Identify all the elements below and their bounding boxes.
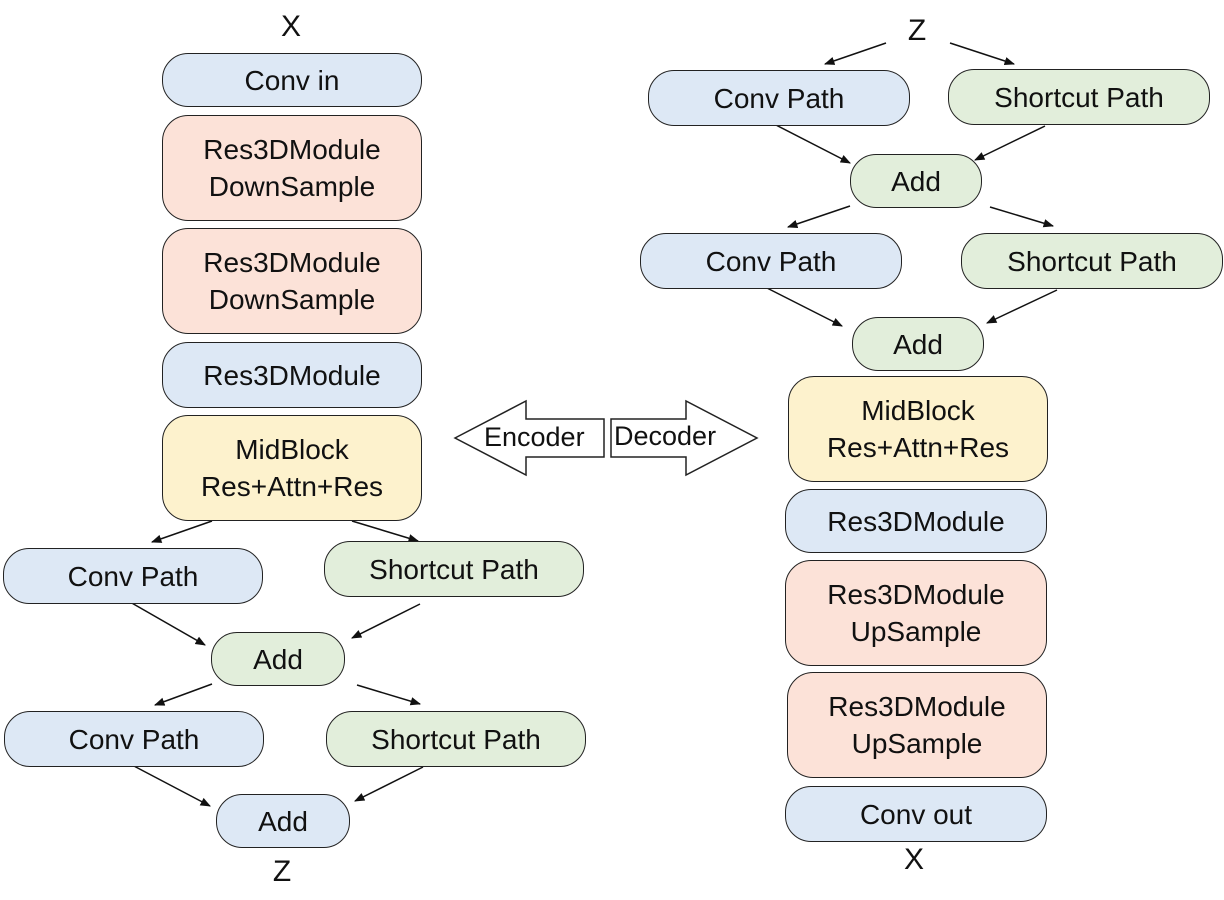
decoder-arrow-label: Decoder [614,421,717,451]
edge-dec-short2-to-add2 [986,289,1058,324]
encoder-midblock-line1: MidBlock [235,434,349,465]
decoder-add-2-label: Add [893,328,943,360]
encoder-shortcut-path-2-label: Shortcut Path [371,723,541,755]
decoder-shortcut-path-2-label: Shortcut Path [1007,245,1177,277]
encoder-midblock-line2: Res+Attn+Res [200,471,384,502]
encoder-add-1-label: Add [253,643,303,675]
decoder-conv-path-1-label: Conv Path [713,82,845,114]
encoder-conv-path-1-label: Conv Path [67,560,199,592]
encoder-res3d-label: Res3DModule [203,359,381,391]
upsample-2-line2: UpSample [851,728,983,759]
conv-in-block: Conv in [162,53,422,107]
edge-enc-short1-to-add1 [351,603,421,639]
encoder-shortcut-path-1-label: Shortcut Path [369,553,539,585]
decoder-shortcut-path-1-label: Shortcut Path [994,81,1164,113]
decoder-conv-path-2: Conv Path [640,233,902,289]
encoder-conv-path-1: Conv Path [3,548,263,604]
encoder-shortcut-path-1: Shortcut Path [324,541,584,597]
conv-in-label: Conv in [244,64,340,96]
edge-dec-z-to-short1 [949,42,1015,66]
downsample-2-line1: Res3DModule [203,247,381,278]
upsample-1-line1: Res3DModule [827,579,1005,610]
edge-enc-add1-to-short2 [356,684,422,706]
encoder-add-1: Add [211,632,345,686]
encoder-arrow-shape [453,399,605,477]
edge-enc-add1-to-conv2 [154,683,213,706]
edge-dec-z-to-conv1 [824,42,887,65]
decoder-midblock-line1: MidBlock [861,395,975,426]
edge-dec-conv2-to-add2 [764,286,843,327]
downsample-2-line2: DownSample [208,284,376,315]
edge-dec-short1-to-add1 [974,125,1046,161]
edge-enc-conv2-to-add2 [131,764,211,807]
decoder-shortcut-path-1: Shortcut Path [948,69,1210,125]
encoder-conv-path-2: Conv Path [4,711,264,767]
edge-enc-short2-to-add2 [354,766,424,802]
edge-dec-add1-to-short2 [989,206,1055,228]
downsample-block-1: Res3DModule DownSample [162,115,422,221]
decoder-arrow-shape [610,399,759,477]
conv-out-label: Conv out [859,798,973,830]
decoder-res3d-label: Res3DModule [827,505,1005,537]
encoder-midblock: MidBlock Res+Attn+Res [162,415,422,521]
upsample-2-line1: Res3DModule [828,691,1006,722]
edge-enc-mid-to-conv1 [151,520,213,543]
decoder-output-label: X [903,843,924,876]
upsample-1-line2: UpSample [850,616,982,647]
decoder-res3d-block: Res3DModule [785,489,1047,553]
decoder-midblock-line2: Res+Attn+Res [826,432,1010,463]
conv-out-block: Conv out [785,786,1047,842]
decoder-add-2: Add [852,317,984,371]
decoder-conv-path-2-label: Conv Path [705,245,837,277]
decoder-add-1: Add [850,154,982,208]
encoder-output-label: Z [272,855,292,888]
edge-dec-add1-to-conv2 [787,205,851,228]
downsample-block-2: Res3DModule DownSample [162,228,422,334]
encoder-add-2-label: Add [258,805,308,837]
encoder-shortcut-path-2: Shortcut Path [326,711,586,767]
encoder-res3d-block: Res3DModule [162,342,422,408]
decoder-shortcut-path-2: Shortcut Path [961,233,1223,289]
downsample-1-line2: DownSample [208,171,376,202]
upsample-block-1: Res3DModule UpSample [785,560,1047,666]
encoder-input-label: X [280,10,301,43]
edge-enc-mid-to-short1 [351,520,420,543]
decoder-midblock: MidBlock Res+Attn+Res [788,376,1048,482]
decoder-input-label: Z [907,14,927,47]
encoder-add-2: Add [216,794,350,848]
encoder-conv-path-2-label: Conv Path [68,723,200,755]
decoder-add-1-label: Add [891,165,941,197]
encoder-arrow-label: Encoder [484,422,585,452]
edge-enc-conv1-to-add1 [129,601,206,646]
upsample-block-2: Res3DModule UpSample [787,672,1047,778]
downsample-1-line1: Res3DModule [203,134,381,165]
decoder-conv-path-1: Conv Path [648,70,910,126]
edge-dec-conv1-to-add1 [773,123,851,164]
